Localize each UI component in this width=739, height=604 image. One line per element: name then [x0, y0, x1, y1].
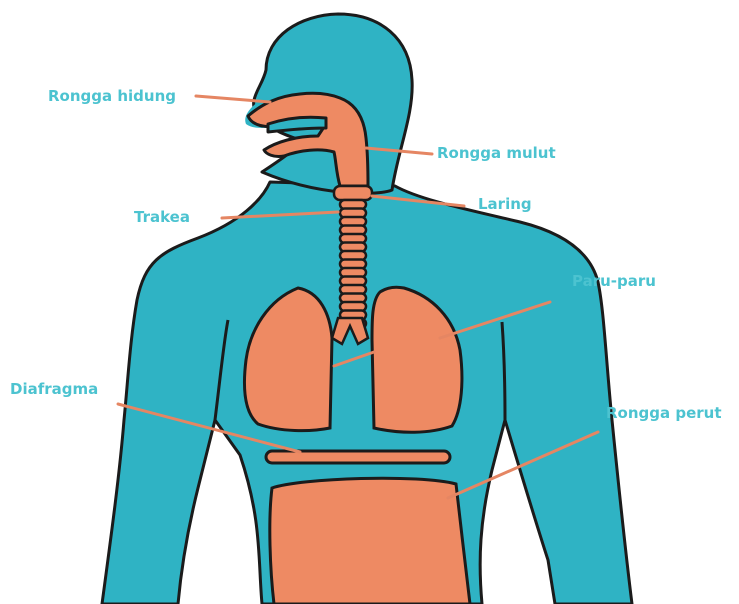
larynx-ring: [334, 186, 372, 200]
diaphragm: [266, 451, 450, 463]
abdominal-cavity: [270, 478, 470, 604]
trachea: [334, 186, 372, 328]
label-larynx: Laring: [478, 195, 532, 213]
label-nasal-cavity: Rongga hidung: [48, 87, 176, 105]
label-abdominal-cavity: Rongga perut: [606, 404, 722, 422]
label-lungs: Paru-paru: [572, 272, 656, 290]
label-diaphragm: Diafragma: [10, 380, 98, 398]
label-trachea: Trakea: [134, 208, 190, 226]
label-oral-cavity: Rongga mulut: [437, 144, 556, 162]
